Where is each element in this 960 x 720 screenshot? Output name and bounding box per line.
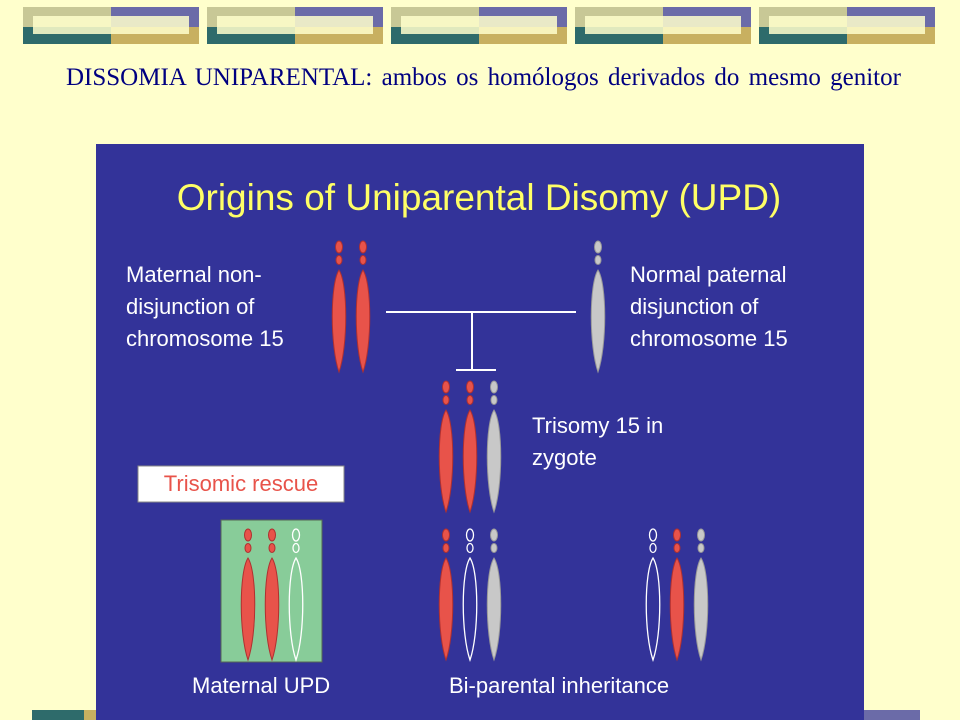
maternal-label-line: disjunction of: [126, 294, 255, 319]
lost-chromosome: [645, 528, 661, 661]
header-tile: [759, 7, 935, 44]
biparental-maternal-chromosome: [438, 528, 454, 661]
zygote-label-line: zygote: [532, 445, 597, 470]
lost-chromosome: [462, 528, 478, 661]
biparental-paternal-chromosome: [486, 528, 502, 661]
maternal-upd-label: Maternal UPD: [192, 673, 330, 698]
header-tile: [391, 7, 567, 44]
maternal-label-line: chromosome 15: [126, 326, 284, 351]
slide-heading: DISSOMIA UNIPARENTAL: ambos os homólogos…: [66, 64, 901, 91]
maternal-label: Maternal non- disjunction of chromosome …: [126, 262, 284, 351]
biparental-paternal-chromosome: [693, 528, 709, 661]
biparental-maternal-chromosome: [669, 528, 685, 661]
upd-diagram: Origins of Uniparental Disomy (UPD) Mate…: [126, 177, 788, 698]
header-tile: [207, 7, 383, 44]
paternal-label-line: Normal paternal: [630, 262, 787, 287]
header-tile: [23, 7, 199, 44]
maternal-chromosome: [355, 240, 371, 373]
zygote-label-line: Trisomy 15 in: [532, 413, 663, 438]
zygote-paternal-chromosome: [486, 380, 502, 513]
paternal-chromosome: [590, 240, 606, 373]
paternal-label-line: chromosome 15: [630, 326, 788, 351]
maternal-chromosome: [331, 240, 347, 373]
paternal-label: Normal paternal disjunction of chromosom…: [630, 262, 788, 351]
paternal-label-line: disjunction of: [630, 294, 759, 319]
maternal-label-line: Maternal non-: [126, 262, 262, 287]
diagram-panel: Origins of Uniparental Disomy (UPD) Mate…: [96, 144, 864, 720]
trisomic-rescue-box: [137, 465, 345, 503]
zygote-maternal-chromosome: [438, 380, 454, 513]
trisomic-rescue-label: Trisomic rescue: [164, 471, 318, 496]
zygote-label: Trisomy 15 in zygote: [532, 413, 663, 470]
cross-lines: [386, 311, 576, 371]
header-tile: [575, 7, 751, 44]
diagram-title: Origins of Uniparental Disomy (UPD): [177, 177, 782, 218]
biparental-label: Bi-parental inheritance: [449, 673, 669, 698]
zygote-maternal-chromosome: [462, 380, 478, 513]
